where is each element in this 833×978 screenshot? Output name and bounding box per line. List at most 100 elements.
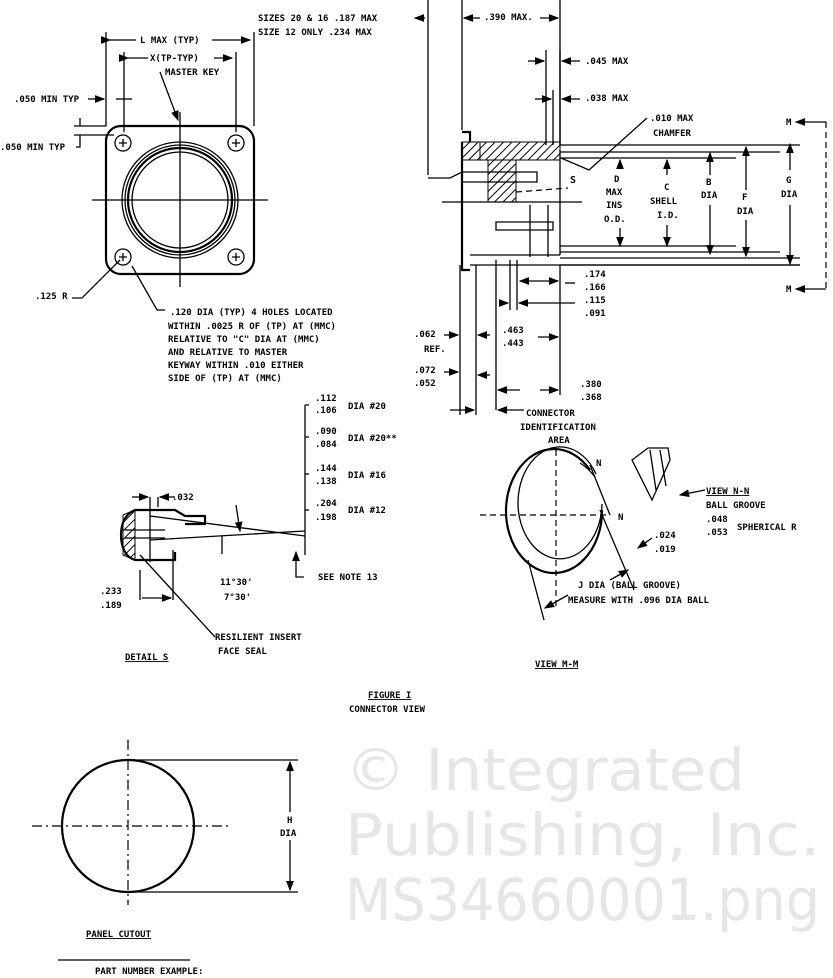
contact-dimension-list: .112 .106 DIA #20 .090 .084 DIA #20** .1… — [304, 394, 397, 555]
dimension-label: .050 MIN TYP — [0, 143, 66, 153]
dimension-label: .038 MAX — [585, 94, 629, 104]
drawing-line — [495, 150, 561, 257]
dimension-label: .084 — [315, 440, 337, 450]
dimension-label: FIGURE I — [368, 691, 411, 701]
dimension-label: SIDE OF (TP) AT (MMC) — [168, 374, 282, 384]
dimension-label: .072 — [414, 366, 436, 376]
drawing-line — [227, 134, 245, 152]
dimension-label: X(TP-TYP) — [150, 54, 199, 64]
dimension-label: .106 — [315, 406, 337, 416]
drawing-line — [560, 144, 800, 266]
dimension-label: H — [287, 816, 292, 826]
drawing-line — [232, 139, 240, 147]
dimension-label: .125 R — [35, 292, 68, 302]
dimension-label: DIA #16 — [348, 471, 386, 481]
drawing-line — [122, 509, 136, 561]
dimension-label: .112 — [315, 394, 337, 404]
dimension-label: RESILIENT INSERT — [215, 633, 302, 643]
drawing-line — [119, 253, 127, 261]
dimension-label: .463 — [502, 326, 524, 336]
drawing-line — [159, 71, 179, 122]
dimension-label: REF. — [424, 345, 446, 355]
panel-cutout: H DIA PANEL CUTOUT — [32, 740, 298, 940]
dimension-label: SPHERICAL R — [737, 523, 797, 533]
dimension-label: CONNECTOR VIEW — [349, 705, 425, 715]
dimension-label: FACE SEAL — [218, 647, 267, 657]
dimension-label: I.D. — [657, 211, 679, 221]
drawing-line — [125, 515, 306, 541]
drawing-line — [636, 537, 653, 549]
dimension-label: .019 — [654, 545, 676, 555]
view-mm: N N VIEW N-N BALL GROOVE .048 .053 SPHER… — [480, 446, 797, 670]
drawing-line — [295, 565, 304, 578]
drawing-line — [517, 446, 603, 560]
dimension-label: DIA #20 — [348, 402, 386, 412]
dimension-label: .166 — [584, 283, 606, 293]
dimension-label: D — [614, 175, 620, 185]
drawing-line — [105, 32, 255, 132]
drawing-line — [428, 171, 538, 183]
drawing-line — [128, 759, 298, 893]
drawing-line — [461, 141, 481, 161]
dimension-label: DIA — [781, 190, 798, 200]
drawing-line — [560, 117, 648, 171]
detail-s: .032 .233 .189 11°30' 7°30' SEE NOTE 13 … — [100, 493, 378, 663]
dimension-label: VIEW M-M — [535, 660, 579, 670]
dimension-label: N — [618, 513, 623, 523]
drawing-line — [114, 248, 132, 266]
dimension-label: .090 — [315, 427, 337, 437]
dimension-label: .368 — [580, 393, 602, 403]
dimension-label: MASTER KEY — [165, 68, 220, 78]
drawing-line — [232, 253, 240, 261]
dimension-label: DIA — [701, 191, 718, 201]
mounting-holes — [114, 134, 245, 266]
dimension-label: .053 — [706, 528, 728, 538]
dimension-label: .024 — [654, 531, 676, 541]
dimension-label: N — [596, 459, 601, 469]
dimension-label: .443 — [502, 339, 524, 349]
dimension-label: IDENTIFICATION — [520, 423, 596, 433]
dimension-label: DIA — [280, 829, 297, 839]
dimension-label: DIA #20** — [348, 434, 397, 444]
dimension-label: F — [742, 193, 747, 203]
drawing-line — [515, 187, 569, 193]
figure-caption: FIGURE I CONNECTOR VIEW — [349, 691, 425, 715]
dimension-label: SHELL — [650, 197, 678, 207]
dimension-label: .050 MIN TYP — [14, 95, 80, 105]
dimension-label: .091 — [584, 309, 606, 319]
hole-note: .120 DIA (TYP) 4 HOLES LOCATED WITHIN .0… — [168, 308, 336, 384]
drawing-line — [479, 141, 561, 161]
side-view: SIZES 20 & 16 .187 MAX SIZE 12 ONLY .234… — [258, 0, 827, 446]
drawing-line — [119, 139, 127, 147]
dimension-label: WITHIN .0025 R OF (TP) AT (MMC) — [168, 322, 336, 332]
dimension-label: .233 — [100, 587, 122, 597]
drawing-line — [470, 254, 800, 266]
drawing-line — [131, 265, 165, 311]
dimension-label: DIA — [737, 207, 754, 217]
dimension-label: J DIA (BALL GROOVE) — [578, 581, 681, 591]
dimension-label: DIA #12 — [348, 506, 386, 516]
dimension-label: DETAIL S — [125, 653, 168, 663]
drawing-line — [609, 569, 630, 581]
dimension-label: .174 — [584, 270, 606, 280]
dimension-label: 11°30' — [220, 578, 253, 588]
drawing-line — [678, 489, 706, 498]
dimension-label: B — [706, 178, 712, 188]
dimension-label: SIZE 12 ONLY .234 MAX — [258, 28, 372, 38]
dimension-label: RELATIVE TO "C" DIA AT (MMC) — [168, 335, 320, 345]
drawing-line — [227, 248, 245, 266]
dimension-label: BALL GROOVE — [706, 501, 766, 511]
dimension-label: .198 — [315, 513, 337, 523]
dimension-label: SEE NOTE 13 — [318, 573, 378, 583]
dimension-label: CONNECTOR — [526, 409, 575, 419]
dimension-label: .138 — [315, 477, 337, 487]
drawing-line — [543, 594, 569, 609]
front-view: L MAX (TYP) X(TP-TYP) MASTER KEY .050 MI… — [0, 32, 336, 384]
dimension-label: SIZES 20 & 16 .187 MAX — [258, 14, 378, 24]
dimension-label: O.D. — [604, 215, 626, 225]
dimension-label: KEYWAY WITHIN .010 EITHER — [168, 361, 304, 371]
dimension-label: .010 MAX — [650, 114, 694, 124]
dimension-label: INS — [606, 201, 622, 211]
